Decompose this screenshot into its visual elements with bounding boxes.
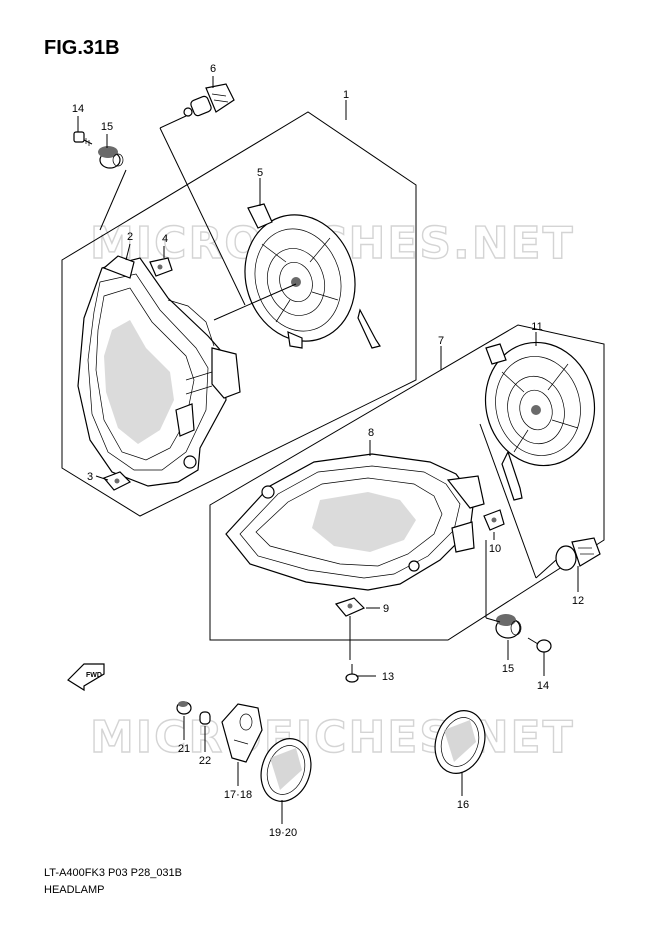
reflector-16: [434, 710, 486, 796]
clip-4: [149, 257, 173, 277]
callout-15-lower: 15: [502, 663, 514, 675]
figure-title: FIG.31B: [44, 37, 120, 59]
callout-4: 4: [162, 233, 168, 245]
callout-16: 16: [457, 799, 469, 811]
leaders-upper: [77, 76, 347, 481]
cushion-22: [199, 711, 211, 752]
callout-19-20: 19·20: [269, 827, 297, 839]
figure-code: LT-A400FK3 P03 P28_031B: [44, 867, 182, 879]
watermark-bottom: MICROFICHES.NET: [90, 712, 575, 763]
bolt-13: [345, 664, 359, 683]
leaders-lower: [349, 332, 579, 677]
callout-11: 11: [531, 321, 542, 333]
bulb-socket-upper: [244, 203, 381, 349]
grommet-15-lower: [495, 614, 522, 639]
callout-14-lower: 14: [537, 680, 549, 692]
bulb-socket-lower: [484, 341, 596, 501]
bulb-12: [555, 537, 601, 571]
screw-14-lower: [527, 637, 552, 653]
callout-12: 12: [572, 595, 584, 607]
clip-10: [483, 509, 505, 531]
fwd-arrow: FWD: [67, 663, 105, 692]
callout-8: 8: [368, 427, 374, 439]
callout-1: 1: [343, 89, 349, 101]
reflector-19-20: [260, 738, 312, 824]
screw-14-upper: [73, 131, 93, 146]
bulb-6: [183, 83, 235, 117]
callout-3: 3: [87, 471, 93, 483]
callout-7: 7: [438, 335, 444, 347]
callout-21: 21: [178, 743, 190, 755]
callout-9: 9: [383, 603, 389, 615]
assembly-frame-lower: [209, 324, 605, 641]
callout-15-upper: 15: [101, 121, 113, 133]
bracket-17-18: [221, 703, 263, 786]
callout-10: 10: [489, 543, 501, 555]
callout-14-upper: 14: [72, 103, 84, 115]
headlamp-housing-lower: [225, 453, 485, 591]
callout-22: 22: [199, 755, 211, 767]
headlamp-housing-upper: [77, 255, 241, 487]
nut-3: [102, 471, 132, 491]
callout-13: 13: [382, 671, 394, 683]
callout-17-18: 17·18: [224, 789, 252, 801]
grommet-15-upper: [98, 146, 124, 169]
callout-6: 6: [210, 63, 216, 75]
nut-9: [334, 597, 366, 617]
nut-21: [176, 701, 192, 740]
figure-name: HEADLAMP: [44, 884, 105, 896]
callout-2: 2: [127, 231, 133, 243]
assembly-frame-upper: [61, 111, 417, 517]
fwd-label: FWD: [86, 672, 102, 679]
callout-5: 5: [257, 167, 263, 179]
